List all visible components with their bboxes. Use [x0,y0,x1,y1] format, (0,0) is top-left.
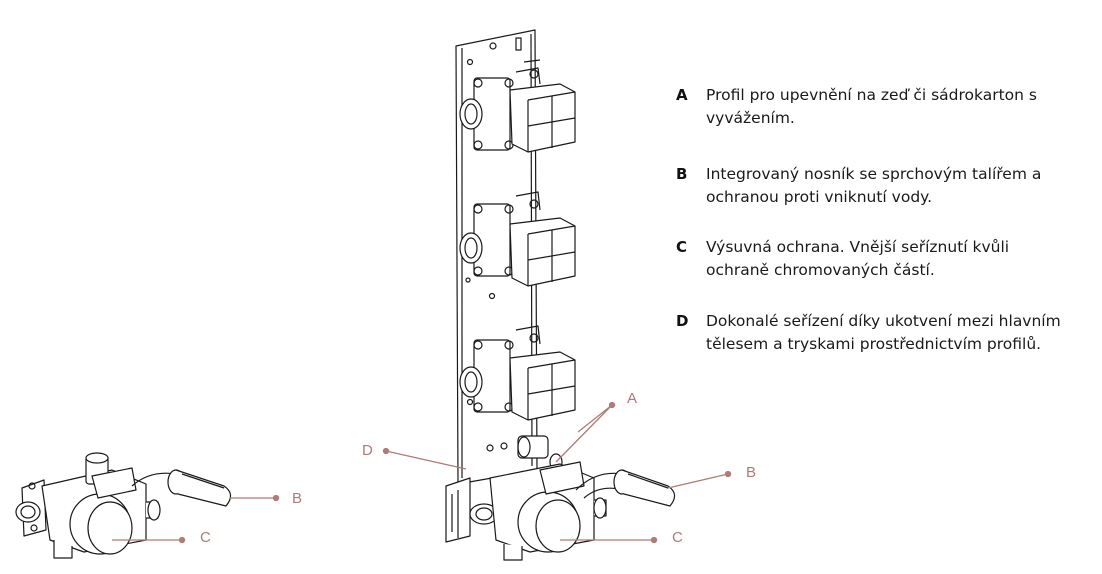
valve-box-middle [459,191,576,287]
legend-item-c: C Výsuvná ochrana. Vnější seříznutí kvůl… [676,236,1076,282]
legend-letter: C [676,238,688,256]
legend-text: Výsuvná ochrana. Vnější seříznutí kvůli … [706,238,1010,279]
legend-letter: B [676,165,688,183]
legend-text: Profil pro upevnění na zeď či sádrokarto… [706,86,1037,127]
legend-item-b: B Integrovaný nosník se sprchovým talíře… [676,163,1076,209]
legend-letter: A [676,86,688,104]
callout-line-b-left [230,494,280,502]
callout-label-c-left: C [200,529,211,546]
callout-label-a: A [627,390,637,407]
callout-line-c-left [112,536,186,544]
callout-label-b-center: B [746,464,756,481]
legend-letter: D [676,312,689,330]
callout-line-c-center [560,536,658,544]
legend-item-d: D Dokonalé seřízení díky ukotvení mezi h… [676,310,1076,356]
mixer-body-detail [15,452,232,559]
small-fitting [517,435,563,471]
callout-line-d [382,447,467,470]
callout-label-b-left: B [292,490,302,507]
mixer-body-assembled [445,461,676,561]
valve-box-bottom [459,325,576,421]
legend-text: Integrovaný nosník se sprchovým talířem … [706,165,1042,206]
legend-item-a: A Profil pro upevnění na zeď či sádrokar… [676,84,1076,130]
callout-label-c-center: C [672,529,683,546]
callout-line-b-center [667,470,732,489]
callout-line-a [555,401,616,463]
valve-box-top [459,59,576,153]
callout-label-d: D [362,442,373,459]
legend-text: Dokonalé seřízení díky ukotvení mezi hla… [706,312,1061,353]
